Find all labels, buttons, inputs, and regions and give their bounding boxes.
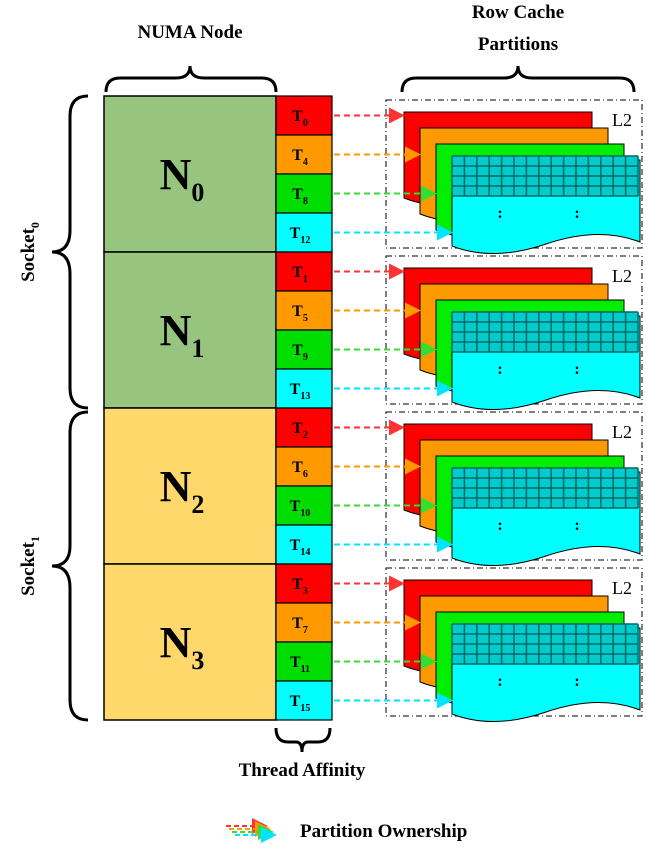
cache-ellipsis: : (574, 205, 579, 222)
cache-ellipsis: : (497, 205, 502, 222)
legend-arrows-icon (226, 818, 277, 843)
thread-cell-13 (275, 368, 333, 409)
numa-node-brace (104, 65, 278, 93)
thread-cell-9 (275, 329, 333, 370)
cache-ellipsis: : (574, 673, 579, 690)
thread-label: T3 (292, 576, 308, 597)
thread-cell-12 (275, 212, 333, 253)
row-cache-brace (400, 65, 636, 93)
thread-cell-0 (275, 95, 333, 136)
l2-partition-box (385, 567, 643, 717)
thread-cell-1 (275, 251, 333, 292)
l2-partition-box (385, 255, 643, 405)
numa-node-header: NUMA Node (137, 22, 242, 43)
thread-cell-4 (275, 134, 333, 175)
cache-ellipsis: : (574, 517, 579, 534)
thread-label: T12 (290, 225, 311, 246)
thread-label: T10 (290, 498, 311, 519)
thread-cell-3 (275, 563, 333, 604)
thread-cell-5 (275, 290, 333, 331)
l2-label: L2 (612, 266, 632, 286)
thread-cell-7 (275, 602, 333, 643)
thread-label: T15 (290, 693, 311, 714)
thread-cell-6 (275, 446, 333, 487)
row-cache-header-line1: Row Cache (472, 2, 564, 23)
numa-node-label: N1 (160, 306, 205, 363)
row-cache-header-line2: Partitions (478, 34, 558, 55)
thread-label: T1 (292, 264, 308, 285)
thread-label: T13 (290, 381, 311, 402)
thread-affinity-brace (274, 727, 332, 753)
thread-label: T5 (292, 303, 308, 324)
socket1-brace (51, 410, 89, 722)
thread-cell-15 (275, 680, 333, 721)
cache-ellipsis: : (497, 517, 502, 534)
thread-label: T9 (292, 342, 308, 363)
socket1-label: Socket1 (18, 536, 42, 596)
numa-node-0 (103, 95, 277, 253)
l2-partition-box (385, 99, 643, 249)
row-cache-partitions: L2::L2::L2::L2:: (385, 99, 643, 722)
thread-label: T11 (290, 654, 310, 675)
l2-label: L2 (612, 422, 632, 442)
numa-node-label: N0 (160, 150, 205, 207)
thread-cell-8 (275, 173, 333, 214)
cache-ellipsis: : (574, 361, 579, 378)
thread-cell-2 (275, 407, 333, 448)
cache-ellipsis: : (497, 673, 502, 690)
l2-partition-box (385, 411, 643, 561)
thread-label: T0 (292, 108, 308, 129)
thread-label: T8 (292, 186, 308, 207)
thread-label: T4 (292, 147, 308, 168)
cache-ellipsis: : (497, 361, 502, 378)
thread-label: T6 (292, 459, 308, 480)
legend-label: Partition Ownership (300, 821, 467, 842)
thread-cell-10 (275, 485, 333, 526)
thread-cell-11 (275, 641, 333, 682)
legend: Partition Ownership (226, 818, 467, 843)
thread-label: T14 (290, 537, 311, 558)
thread-label: T2 (292, 420, 308, 441)
numa-node-2 (103, 407, 277, 565)
numa-node-label: N2 (160, 462, 205, 519)
thread-label: T7 (292, 615, 308, 636)
socket0-label: Socket0 (18, 222, 42, 282)
thread-affinity-label: Thread Affinity (239, 760, 366, 781)
l2-label: L2 (612, 578, 632, 598)
socket0-brace (51, 94, 89, 410)
l2-label: L2 (612, 110, 632, 130)
numa-node-label: N3 (160, 618, 205, 675)
thread-cell-14 (275, 524, 333, 565)
partition-ownership-arrows (334, 107, 453, 709)
